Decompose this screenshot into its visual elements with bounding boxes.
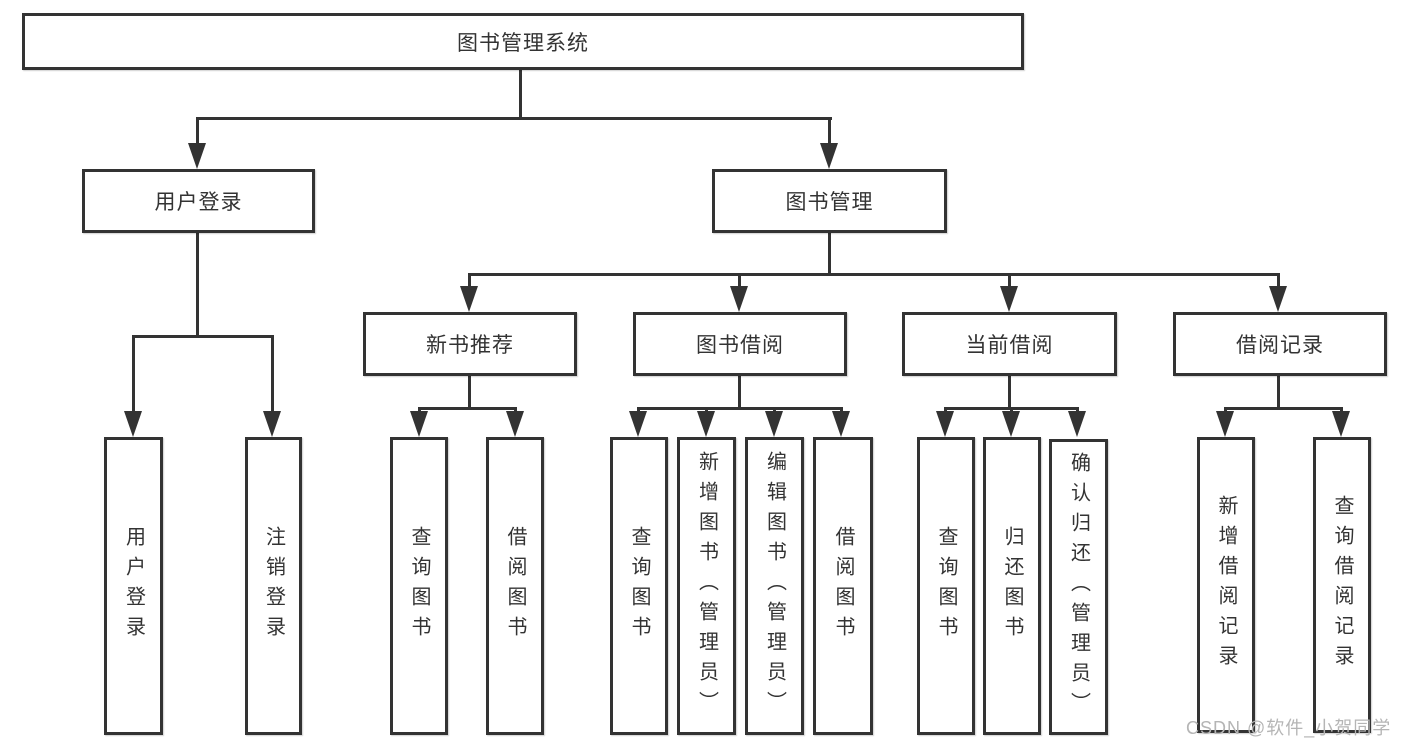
leaf-label: 查询图书: [935, 526, 957, 646]
connector-line: [468, 376, 471, 407]
leaf-return-book: 归还图书: [983, 437, 1041, 735]
node-label: 新书推荐: [426, 334, 514, 357]
leaf-label: 用户登录: [122, 526, 145, 646]
leaf-confirm-return-admin: 确认归还（管理员）: [1049, 439, 1108, 735]
connector-line: [196, 117, 832, 120]
connector-line: [1008, 376, 1011, 407]
connector-line: [828, 117, 831, 148]
connector-line: [1277, 376, 1280, 407]
leaf-label: 新增图书（管理员）: [695, 451, 718, 721]
node-label: 当前借阅: [965, 334, 1054, 357]
connector-line: [468, 273, 1280, 276]
connector-arrow: [410, 411, 428, 437]
connector-arrow: [730, 286, 748, 312]
connector-line: [418, 407, 517, 410]
node-book-management: 图书管理: [712, 169, 947, 233]
node-new-book-recommendation: 新书推荐: [363, 312, 577, 376]
node-label: 图书管理系统: [457, 31, 589, 55]
connector-arrow: [1000, 286, 1018, 312]
connector-arrow: [1002, 411, 1020, 437]
connector-arrow: [820, 143, 838, 169]
leaf-logout: 注销登录: [245, 437, 302, 735]
leaf-query-books-current: 查询图书: [917, 437, 975, 735]
leaf-label: 确认归还（管理员）: [1067, 452, 1090, 722]
connector-arrow: [460, 286, 478, 312]
leaf-label: 查询图书: [628, 526, 650, 646]
connector-line: [1008, 273, 1011, 289]
connector-line: [738, 376, 741, 407]
connector-line: [468, 273, 471, 289]
leaf-borrow-books-borrowing: 借阅图书: [813, 437, 873, 735]
node-borrowing-records: 借阅记录: [1173, 312, 1387, 376]
connector-line: [519, 70, 522, 117]
connector-line: [132, 335, 274, 338]
connector-arrow: [765, 411, 783, 437]
connector-arrow: [629, 411, 647, 437]
connector-line: [271, 335, 274, 415]
leaf-query-books-borrowing: 查询图书: [610, 437, 668, 735]
connector-line: [828, 233, 831, 273]
connector-arrow: [697, 411, 715, 437]
leaf-label: 新增借阅记录: [1215, 495, 1237, 675]
node-book-borrowing: 图书借阅: [633, 312, 847, 376]
node-label: 借阅记录: [1236, 334, 1324, 357]
leaf-borrow-books-recommend: 借阅图书: [486, 437, 544, 735]
leaf-label: 归还图书: [1001, 526, 1023, 646]
connector-arrow: [1216, 411, 1234, 437]
connector-arrow: [263, 411, 281, 437]
connector-line: [132, 335, 135, 415]
connector-arrow: [1332, 411, 1350, 437]
connector-line: [738, 273, 741, 289]
connector-arrow: [188, 143, 206, 169]
leaf-add-borrow-record: 新增借阅记录: [1197, 437, 1255, 733]
leaf-label: 查询图书: [408, 526, 430, 646]
connector-arrow: [506, 411, 524, 437]
node-library-management-system: 图书管理系统: [22, 13, 1024, 70]
leaf-edit-book-admin: 编辑图书（管理员）: [745, 437, 804, 735]
connector-line: [196, 233, 199, 335]
connector-arrow: [1068, 411, 1086, 437]
leaf-label: 借阅图书: [832, 526, 854, 646]
connector-arrow: [832, 411, 850, 437]
leaf-add-book-admin: 新增图书（管理员）: [677, 437, 736, 735]
leaf-label: 编辑图书（管理员）: [763, 451, 786, 721]
connector-line: [196, 117, 199, 148]
node-label: 图书管理: [785, 191, 874, 214]
leaf-user-login: 用户登录: [104, 437, 163, 735]
node-user-login: 用户登录: [82, 169, 315, 233]
node-current-borrowing: 当前借阅: [902, 312, 1117, 376]
node-label: 用户登录: [154, 191, 243, 214]
leaf-query-books-recommend: 查询图书: [390, 437, 448, 735]
connector-line: [637, 407, 843, 410]
node-label: 图书借阅: [696, 334, 784, 357]
csdn-watermark: CSDN @软件_小贺同学: [1186, 718, 1392, 738]
leaf-label: 注销登录: [262, 526, 285, 646]
leaf-query-borrow-record: 查询借阅记录: [1313, 437, 1371, 733]
connector-line: [1277, 273, 1280, 289]
connector-arrow: [1269, 286, 1287, 312]
connector-line: [1224, 407, 1343, 410]
connector-arrow: [124, 411, 142, 437]
leaf-label: 借阅图书: [504, 526, 526, 646]
connector-arrow: [936, 411, 954, 437]
leaf-label: 查询借阅记录: [1331, 495, 1353, 675]
